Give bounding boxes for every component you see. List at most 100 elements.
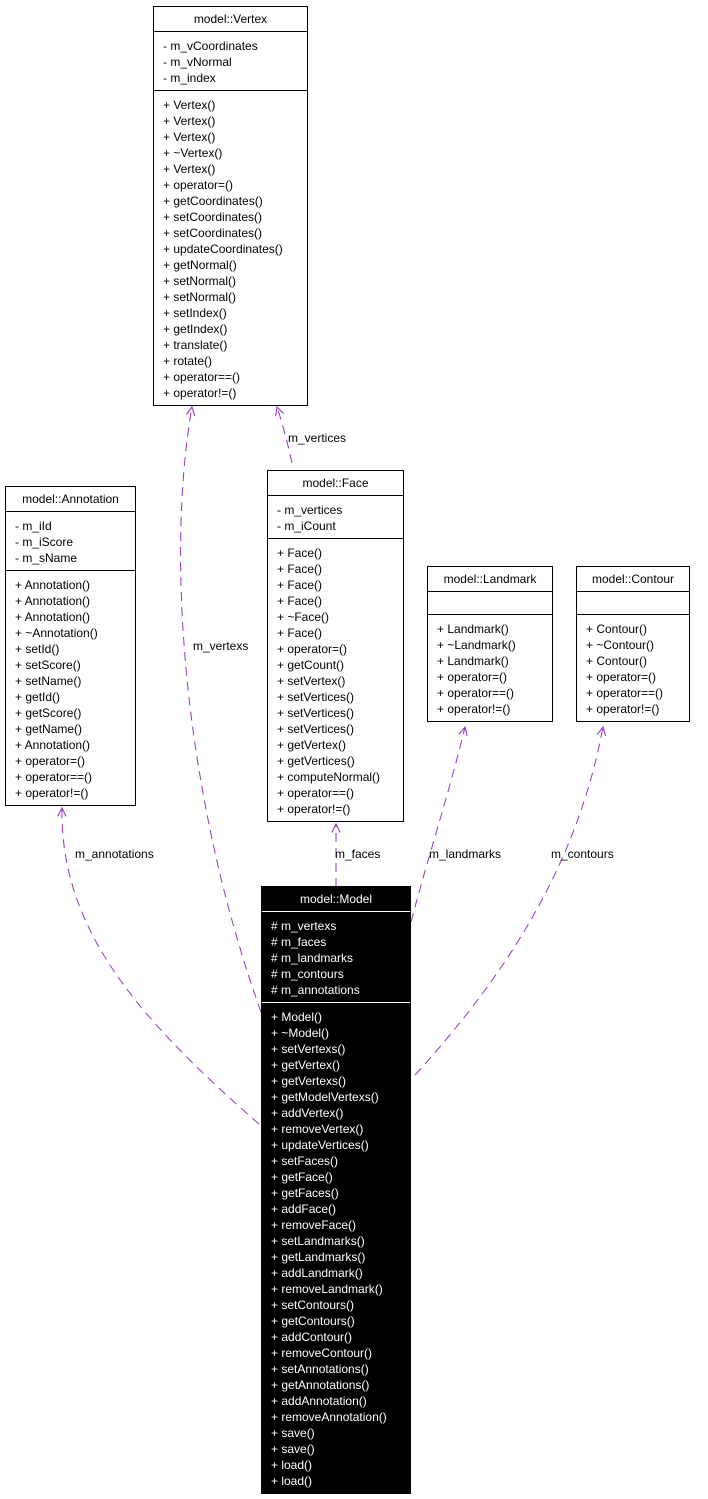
class-face-attributes: - m_vertices- m_iCount bbox=[268, 496, 403, 539]
attribute-item: - m_index bbox=[163, 71, 216, 85]
method-item: + setLandmarks() bbox=[271, 1234, 365, 1248]
method-item: + setNormal() bbox=[163, 274, 237, 288]
method-item: + translate() bbox=[163, 338, 228, 352]
method-item: + Landmark() bbox=[437, 654, 509, 668]
attribute-item: - m_vCoordinates bbox=[163, 39, 258, 53]
method-item: + getAnnotations() bbox=[271, 1378, 370, 1392]
attribute-item: # m_vertexs bbox=[271, 919, 337, 933]
method-item: + operator==() bbox=[277, 786, 355, 800]
method-item: + setCoordinates() bbox=[163, 210, 263, 224]
method-item: + setAnnotations() bbox=[271, 1362, 369, 1376]
method-item: + Annotation() bbox=[15, 594, 91, 608]
class-face-name: model::Face bbox=[268, 471, 403, 496]
method-item: + setName() bbox=[15, 674, 82, 688]
method-item: + ~Vertex() bbox=[163, 146, 223, 160]
class-landmark-attributes bbox=[428, 592, 552, 615]
method-item: + Face() bbox=[277, 626, 323, 640]
method-item: + getVertex() bbox=[271, 1058, 341, 1072]
method-item: + Face() bbox=[277, 562, 323, 576]
method-item: + setFaces() bbox=[271, 1154, 339, 1168]
method-item: + setContours() bbox=[271, 1298, 355, 1312]
method-item: + operator=() bbox=[15, 754, 86, 768]
attribute-item: - m_iId bbox=[15, 519, 52, 533]
class-contour-name: model::Contour bbox=[577, 567, 689, 592]
class-face-methods: + Face()+ Face()+ Face()+ Face()+ ~Face(… bbox=[268, 539, 403, 821]
method-item: + getVertexs() bbox=[271, 1074, 347, 1088]
method-item: + setNormal() bbox=[163, 290, 237, 304]
method-item: + setId() bbox=[15, 642, 60, 656]
method-item: + getFace() bbox=[271, 1170, 333, 1184]
method-item: + Annotation() bbox=[15, 578, 91, 592]
method-item: + operator=() bbox=[586, 670, 657, 684]
attribute-item: # m_faces bbox=[271, 935, 327, 949]
method-item: + ~Landmark() bbox=[437, 638, 516, 652]
edge-label-m-contours: m_contours bbox=[551, 847, 614, 861]
method-item: + operator!=() bbox=[277, 802, 351, 816]
edge-face-to-vertex bbox=[277, 407, 293, 464]
class-contour: model::Contour + Contour()+ ~Contour()+ … bbox=[576, 566, 690, 722]
method-item: + addLandmark() bbox=[271, 1266, 363, 1280]
class-annotation-methods: + Annotation() + Annotation() + Annotation… bbox=[6, 571, 135, 805]
method-item: + updateVertices() bbox=[271, 1138, 369, 1152]
method-item: + removeFace() bbox=[271, 1218, 357, 1232]
method-item: + getCoordinates() bbox=[163, 194, 263, 208]
method-item: + save() bbox=[271, 1442, 315, 1456]
method-item: + operator=() bbox=[163, 178, 234, 192]
method-item: + setVertices() bbox=[277, 690, 355, 704]
method-item: + addAnnotation() bbox=[271, 1394, 367, 1408]
edge-label-m-faces: m_faces bbox=[335, 847, 381, 861]
method-item: + removeContour() bbox=[271, 1346, 373, 1360]
method-item: + addVertex() bbox=[271, 1106, 344, 1120]
method-item: + setIndex() bbox=[163, 306, 227, 320]
attribute-item: - m_iCount bbox=[277, 519, 336, 533]
method-item: + getVertices() bbox=[277, 754, 355, 768]
attribute-item: - m_vNormal bbox=[163, 55, 232, 69]
attribute-item: - m_iScore bbox=[15, 535, 74, 549]
method-item: + setVertices() bbox=[277, 722, 355, 736]
method-item: + Contour() bbox=[586, 654, 648, 668]
attribute-item: # m_landmarks bbox=[271, 951, 354, 965]
method-item: + operator==() bbox=[437, 686, 515, 700]
method-item: + updateCoordinates() bbox=[163, 242, 283, 256]
method-item: + setVertexs() bbox=[271, 1042, 346, 1056]
method-item: + operator!=() bbox=[586, 702, 660, 716]
method-item: + removeAnnotation() bbox=[271, 1410, 387, 1424]
method-item: + removeLandmark() bbox=[271, 1282, 383, 1296]
method-item: + setVertex() bbox=[277, 674, 346, 688]
edge-label-m-vertexs: m_vertexs bbox=[193, 639, 249, 653]
method-item: + load() bbox=[271, 1458, 313, 1472]
method-item: + operator==() bbox=[163, 370, 241, 384]
attribute-item: - m_sName bbox=[15, 551, 78, 565]
method-item: + Model() bbox=[271, 1010, 323, 1024]
method-item: + addContour() bbox=[271, 1330, 353, 1344]
method-item: + Vertex() bbox=[163, 114, 216, 128]
method-item: + getNormal() bbox=[163, 258, 237, 272]
method-item: + ~Model() bbox=[271, 1026, 330, 1040]
method-item: + setScore() bbox=[15, 658, 81, 672]
edge-model-to-vertex bbox=[180, 407, 262, 1013]
attribute-item: # m_contours bbox=[271, 967, 344, 981]
method-item: + getScore() bbox=[15, 706, 82, 720]
method-item: + getContours() bbox=[271, 1314, 355, 1328]
method-item: + computeNormal() bbox=[277, 770, 381, 784]
method-item: + addFace() bbox=[271, 1202, 337, 1216]
method-item: + removeVertex() bbox=[271, 1122, 364, 1136]
class-vertex-methods: + Vertex()+ Vertex()+ Vertex()+ ~Vertex(… bbox=[154, 91, 307, 405]
method-item: + setVertices() bbox=[277, 706, 355, 720]
method-item: + getLandmarks() bbox=[271, 1250, 366, 1264]
method-item: + Contour() bbox=[586, 622, 648, 636]
class-contour-methods: + Contour()+ ~Contour()+ Contour()+ oper… bbox=[577, 615, 689, 721]
edge-label-m-annotations: m_annotations bbox=[75, 847, 154, 861]
method-item: + getFaces() bbox=[271, 1186, 339, 1200]
method-item: + operator=() bbox=[277, 642, 348, 656]
method-item: + operator==() bbox=[15, 770, 93, 784]
method-item: + ~Face() bbox=[277, 610, 330, 624]
class-model-methods: + Model() + ~Model() + setVertexs() + getVe… bbox=[262, 1003, 410, 1493]
method-item: + Face() bbox=[277, 594, 323, 608]
class-model-attributes: # m_vertexs # m_faces # m_landmarks # m_con… bbox=[262, 912, 410, 1003]
method-item: + Annotation() bbox=[15, 738, 91, 752]
method-item: + getIndex() bbox=[163, 322, 228, 336]
method-item: + operator=() bbox=[437, 670, 508, 684]
edge-label-m-vertices: m_vertices bbox=[288, 431, 347, 445]
